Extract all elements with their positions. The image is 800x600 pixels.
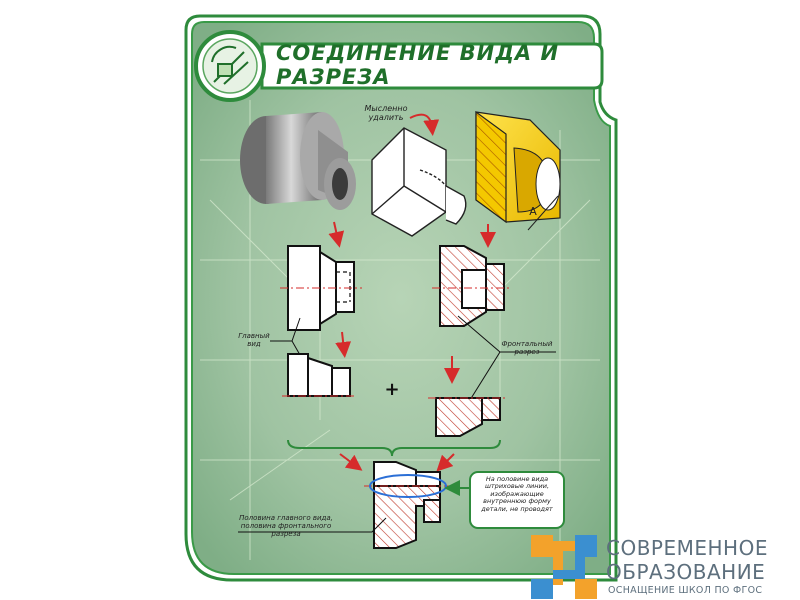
rotate-arrow <box>409 113 440 136</box>
iso-part-section <box>475 110 561 231</box>
label-main-view: Главный вид <box>238 332 270 349</box>
main-view-drawing <box>280 245 362 331</box>
emblem-drafting-icon <box>194 30 266 102</box>
combine-brace <box>287 439 501 457</box>
callout-box <box>469 471 565 529</box>
section-view-drawing <box>432 245 512 327</box>
brand-name-line1: СОВРЕМЕННОЕ <box>606 536 768 560</box>
plus-sign: + <box>384 379 400 400</box>
brand-tagline: ОСНАЩЕНИЕ ШКОЛ ПО ФГОС <box>608 585 763 596</box>
label-front-section: Фронтальный разрез <box>501 340 553 357</box>
down-arrow <box>335 331 352 358</box>
iso-part-solid <box>240 112 356 210</box>
callout-text: На половине вида штриховые линии, изобра… <box>481 475 553 513</box>
iso-part-outline <box>371 127 467 237</box>
half-view-drawing <box>282 353 356 397</box>
label-half-note: Половина главного вида, половина фронтал… <box>239 514 333 539</box>
label-mentally-remove: Мысленно удалить <box>364 104 408 123</box>
leader-line <box>469 351 501 401</box>
half-section-drawing <box>428 397 508 437</box>
down-arrow <box>328 221 345 248</box>
leader-line <box>238 517 387 533</box>
brand-logo-mark <box>531 535 597 599</box>
down-arrow <box>436 453 455 472</box>
title-banner <box>260 42 604 90</box>
down-arrow <box>339 453 363 471</box>
brand-name-line2: ОБРАЗОВАНИЕ <box>606 560 766 584</box>
poster-title: СОЕДИНЕНИЕ ВИДА И РАЗРЕЗА <box>276 41 560 89</box>
label-section-letter: А <box>529 205 537 218</box>
combined-view-drawing <box>364 461 450 549</box>
